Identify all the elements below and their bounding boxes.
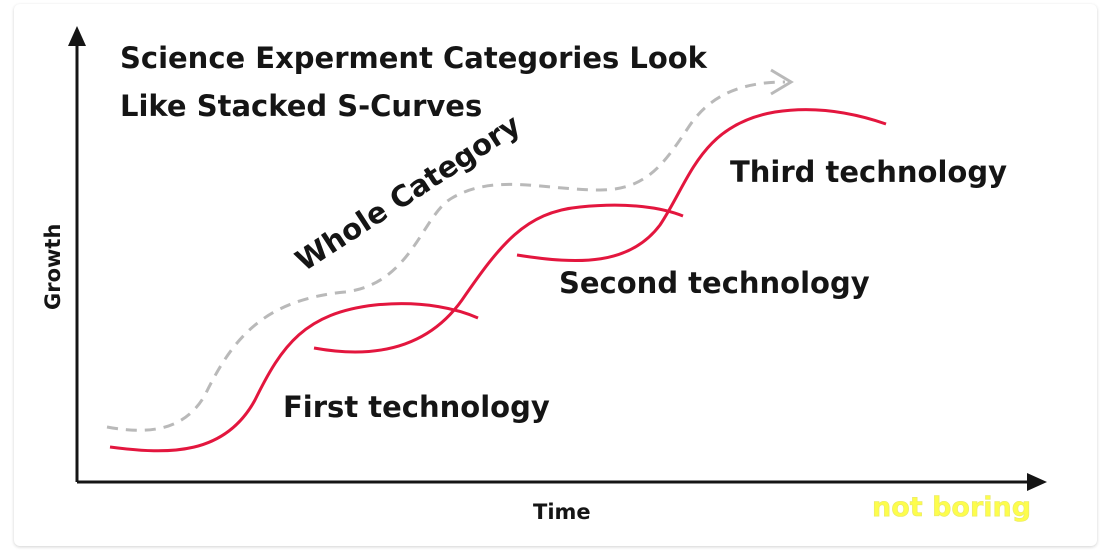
first-technology-label: First technology — [283, 390, 550, 424]
diagram-title-line-2: Like Stacked S-Curves — [120, 89, 482, 123]
y-axis-label: Growth — [41, 224, 65, 310]
x-axis-arrowhead — [1027, 473, 1047, 491]
first-technology-curve — [109, 302, 479, 453]
third-technology-label: Third technology — [730, 155, 1007, 189]
whole-category-arrowhead — [770, 68, 794, 96]
whole-category-dashed-curve — [106, 80, 786, 432]
x-axis-label: Time — [533, 500, 591, 524]
watermark-logo: not boring — [872, 492, 1031, 523]
third-technology-curve — [516, 108, 887, 263]
y-axis-arrowhead — [68, 26, 86, 46]
second-technology-label: Second technology — [559, 266, 870, 300]
diagram-frame — [14, 4, 1097, 546]
second-technology-curve — [313, 203, 684, 354]
diagram-title-line-1: Science Experment Categories Look — [120, 41, 708, 75]
